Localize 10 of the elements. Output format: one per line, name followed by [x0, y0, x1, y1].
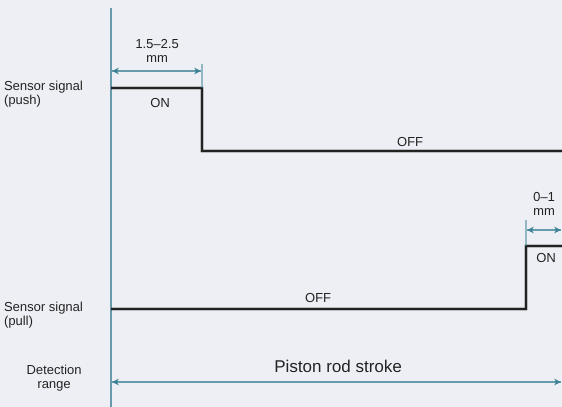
state-label: OFF — [304, 291, 332, 306]
state-label: ON — [535, 251, 557, 266]
dimension-label: Piston rod stroke — [273, 358, 403, 377]
row-label: Sensor signal (push) — [4, 79, 84, 108]
dimension-label: 1.5–2.5 mm — [134, 37, 180, 66]
state-label: OFF — [396, 135, 424, 150]
row-label: Sensor signal (pull) — [4, 300, 84, 329]
dimension-label: 0–1 mm — [532, 190, 556, 219]
row-label: Detection range — [26, 363, 82, 392]
state-label: ON — [149, 96, 171, 110]
